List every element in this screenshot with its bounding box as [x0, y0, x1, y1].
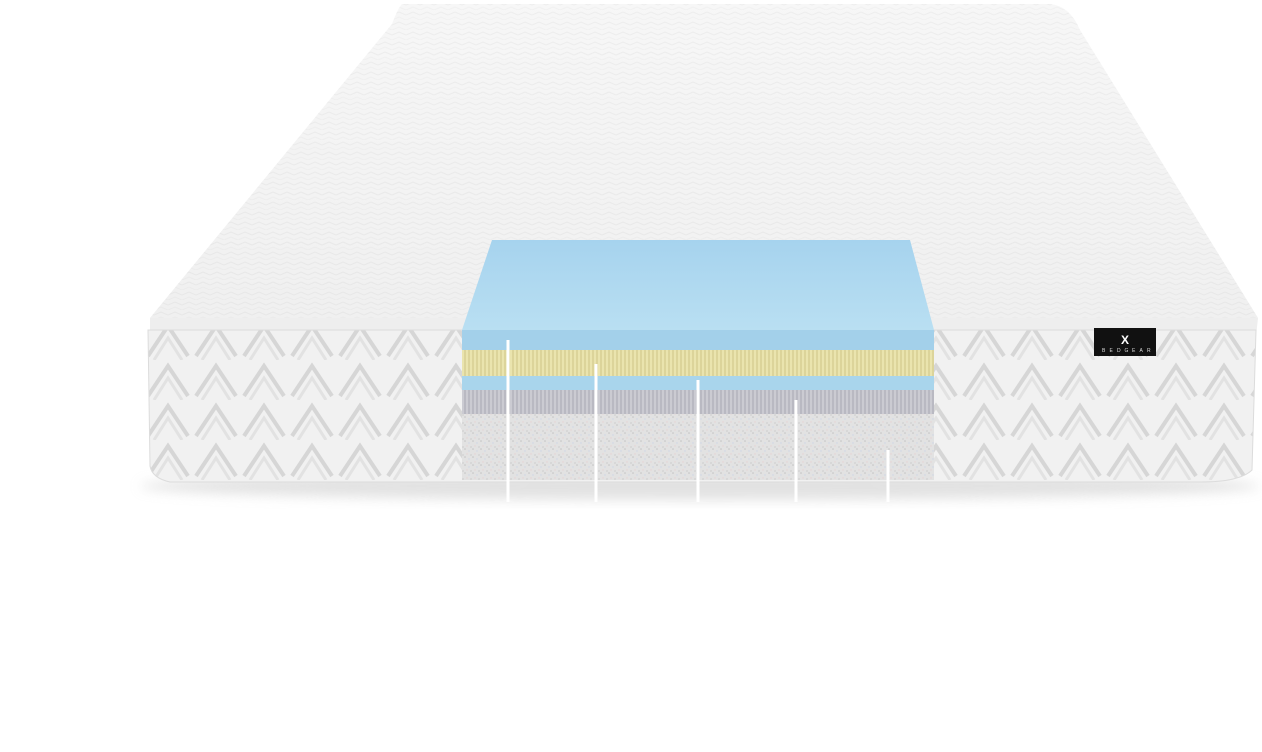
brand-logo-glyph: X: [1121, 333, 1129, 347]
gel-memory-foam-top-layer: [462, 240, 934, 330]
brand-tag-letter: D: [1117, 348, 1121, 354]
brand-tag-letter: A: [1140, 348, 1144, 354]
brand-tag-letter: B: [1102, 348, 1106, 354]
yellow-comfort-foam-layer: [462, 350, 934, 376]
cutaway-layers: [462, 240, 934, 480]
brand-tag-letter: G: [1125, 348, 1129, 354]
brand-tag-letter: R: [1147, 348, 1151, 354]
brand-tag-letter: E: [1110, 348, 1114, 354]
callout-lines: [506, 340, 890, 502]
brand-tag-letter: E: [1132, 348, 1136, 354]
